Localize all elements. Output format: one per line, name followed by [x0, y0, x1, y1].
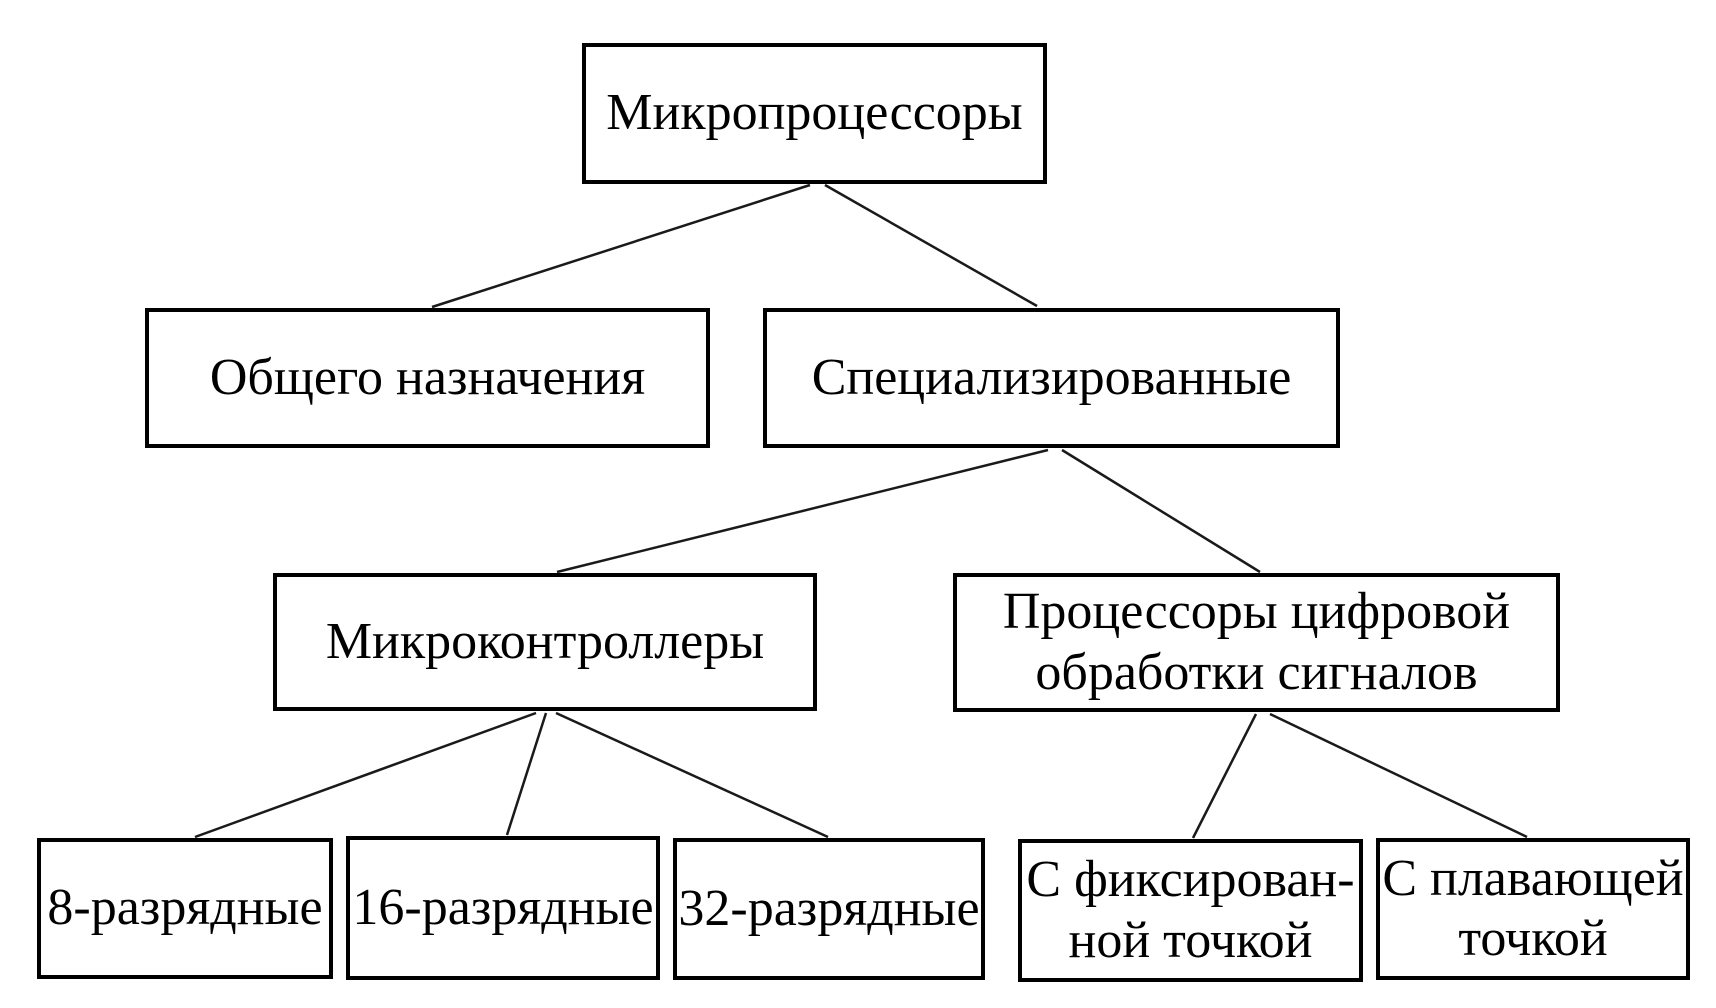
node-digital-signal-processors: Процессоры цифровой обработки сигналов — [953, 573, 1560, 712]
edge-root-to-general — [431, 183, 811, 309]
node-fixed-point-label: С фиксирован- ной точкой — [1026, 851, 1355, 969]
node-floating-point-label: С плавающей точкой — [1382, 849, 1684, 967]
node-16-bit-label: 16-разрядные — [352, 878, 654, 936]
node-fixed-point: С фиксирован- ной точкой — [1018, 839, 1363, 982]
node-microcontrollers: Микроконтроллеры — [273, 573, 817, 711]
node-general-purpose-label: Общего назначения — [209, 348, 646, 406]
node-32-bit-label: 32-разрядные — [678, 879, 980, 937]
node-microcontrollers-label: Микроконтроллеры — [325, 612, 765, 670]
node-16-bit: 16-разрядные — [346, 836, 660, 980]
node-general-purpose: Общего назначения — [145, 308, 710, 448]
edge-dsp-to-fixed — [1191, 713, 1258, 839]
node-8-bit: 8-разрядные — [37, 838, 333, 979]
edge-mcu-to-32bit — [555, 711, 829, 839]
node-floating-point: С плавающей точкой — [1376, 838, 1690, 980]
edge-mcu-to-8bit — [194, 711, 537, 839]
edge-mcu-to-16bit — [505, 712, 548, 836]
node-microprocessors: Микропроцессоры — [582, 43, 1047, 184]
node-specialized-label: Специализированные — [811, 348, 1292, 406]
edge-root-to-special — [824, 183, 1038, 308]
node-8-bit-label: 8-разрядные — [47, 879, 323, 937]
node-microprocessors-label: Микропроцессоры — [606, 84, 1023, 142]
edge-special-to-mcu — [556, 448, 1049, 574]
edge-dsp-to-float — [1269, 712, 1528, 839]
node-digital-signal-processors-label: Процессоры цифровой обработки сигналов — [1002, 583, 1511, 701]
edge-special-to-dsp — [1061, 448, 1261, 574]
node-specialized: Специализированные — [763, 308, 1340, 448]
node-32-bit: 32-разрядные — [673, 838, 985, 980]
